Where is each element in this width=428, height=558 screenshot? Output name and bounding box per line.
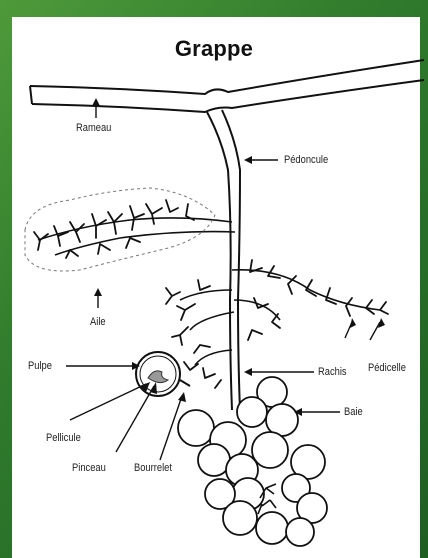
wing-pedicels [34,200,194,258]
label-pinceau: Pinceau [72,462,106,474]
label-rachis: Rachis [318,366,347,378]
label-pellicule: Pellicule [46,432,81,444]
label-pulpe: Pulpe [28,360,52,372]
label-rameau: Rameau [76,122,111,134]
label-bourrelet: Bourrelet [134,462,172,474]
lower-branches [180,270,380,365]
label-pedoncule: Pédoncule [284,154,328,166]
label-aile: Aile [90,316,106,328]
label-pedicelle: Pédicelle [368,362,406,374]
wing-stems [38,218,235,255]
peduncle-rachis [207,110,240,410]
branch [30,60,424,112]
wing-outline [25,188,215,271]
label-baie: Baie [344,406,363,418]
berries [178,377,327,546]
callout-lines [66,100,380,460]
